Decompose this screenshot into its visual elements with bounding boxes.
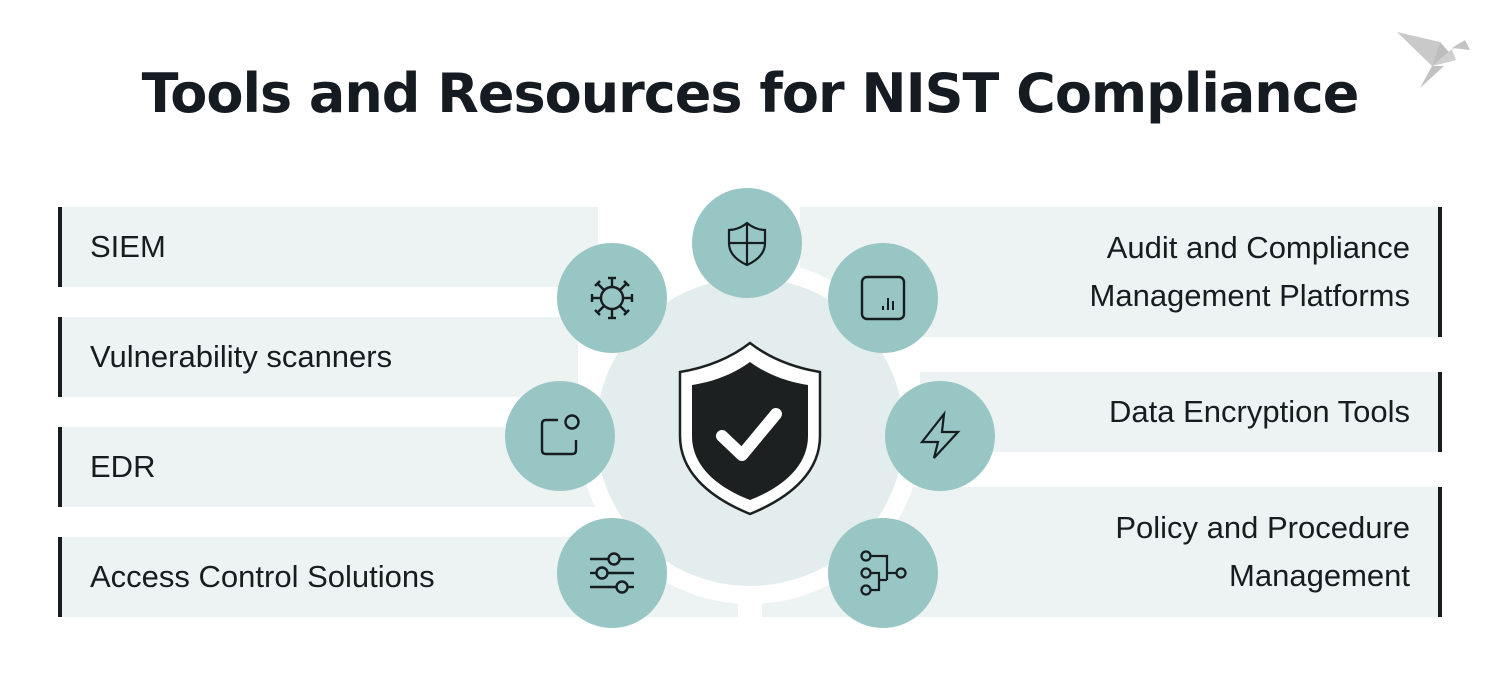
item-siem: SIEM bbox=[58, 207, 598, 287]
shield-check-icon bbox=[678, 341, 822, 516]
node-access-control bbox=[557, 518, 667, 628]
item-label: Vulnerability scanners bbox=[90, 339, 393, 374]
item-vulnerability-scanners: Vulnerability scanners bbox=[58, 317, 578, 397]
hierarchy-icon bbox=[860, 550, 907, 596]
virus-icon bbox=[590, 276, 634, 320]
lightning-icon bbox=[919, 410, 961, 459]
node-audit bbox=[828, 243, 938, 353]
ring-stem bbox=[738, 590, 762, 620]
item-data-encryption-tools: Data Encryption Tools bbox=[920, 372, 1442, 452]
item-label: Policy and Procedure Management bbox=[1115, 510, 1410, 593]
sliders-icon bbox=[590, 552, 634, 594]
item-label: EDR bbox=[90, 449, 156, 484]
item-label: Audit and Compliance Management Platform… bbox=[1089, 230, 1410, 313]
shield-cross-icon bbox=[727, 221, 767, 267]
item-label: Access Control Solutions bbox=[90, 559, 435, 594]
page-title: Tools and Resources for NIST Compliance bbox=[141, 62, 1360, 125]
chart-square-icon bbox=[860, 275, 906, 321]
origami-bird-logo-icon bbox=[1397, 32, 1470, 88]
node-policy bbox=[828, 518, 938, 628]
item-label: Data Encryption Tools bbox=[1109, 394, 1410, 429]
node-encryption bbox=[885, 381, 995, 491]
item-label: SIEM bbox=[90, 229, 166, 264]
notification-square-icon bbox=[540, 414, 580, 456]
node-vulnerability-edr bbox=[505, 381, 615, 491]
node-siem bbox=[557, 243, 667, 353]
node-shield bbox=[692, 188, 802, 298]
